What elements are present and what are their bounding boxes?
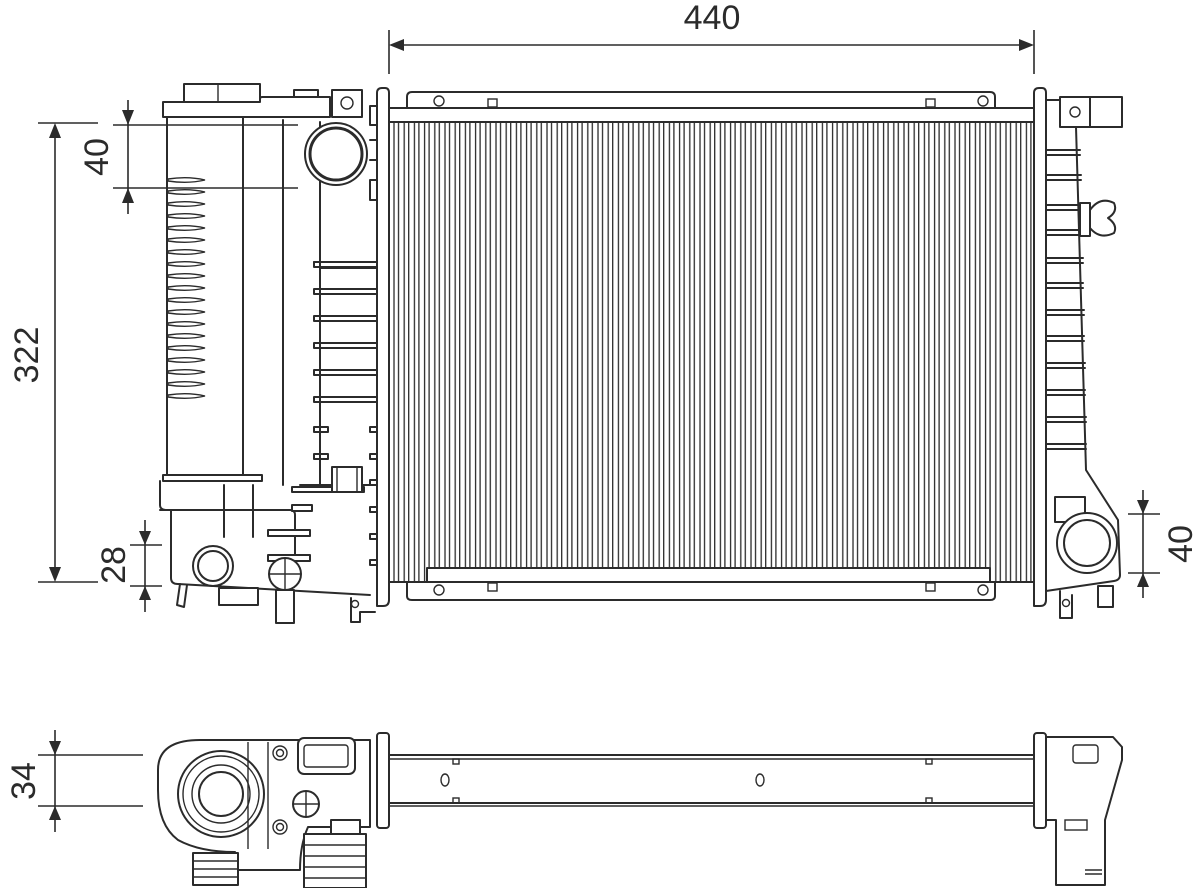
dimension-height-label: 322 bbox=[8, 327, 46, 384]
radiator-core bbox=[388, 91, 1035, 601]
dimension-outlet-right-label: 40 bbox=[1162, 525, 1200, 563]
dimension-outlet-lower-left-label: 28 bbox=[95, 546, 133, 584]
dimension-depth-label: 34 bbox=[5, 762, 43, 800]
dimension-inlet-upper-label: 40 bbox=[78, 138, 116, 176]
dimension-inlet-upper: 40 bbox=[78, 100, 298, 214]
dimension-width: 440 bbox=[388, 0, 1035, 74]
radiator-top-view bbox=[157, 732, 1123, 888]
left-tank bbox=[159, 83, 390, 624]
dimension-outlet-right: 40 bbox=[1128, 490, 1200, 598]
right-tank bbox=[1033, 87, 1123, 619]
dimension-width-label: 440 bbox=[684, 0, 741, 37]
dimension-height: 322 bbox=[8, 122, 98, 583]
dimension-depth: 34 bbox=[5, 730, 143, 832]
dimension-outlet-lower-left: 28 bbox=[95, 520, 162, 612]
